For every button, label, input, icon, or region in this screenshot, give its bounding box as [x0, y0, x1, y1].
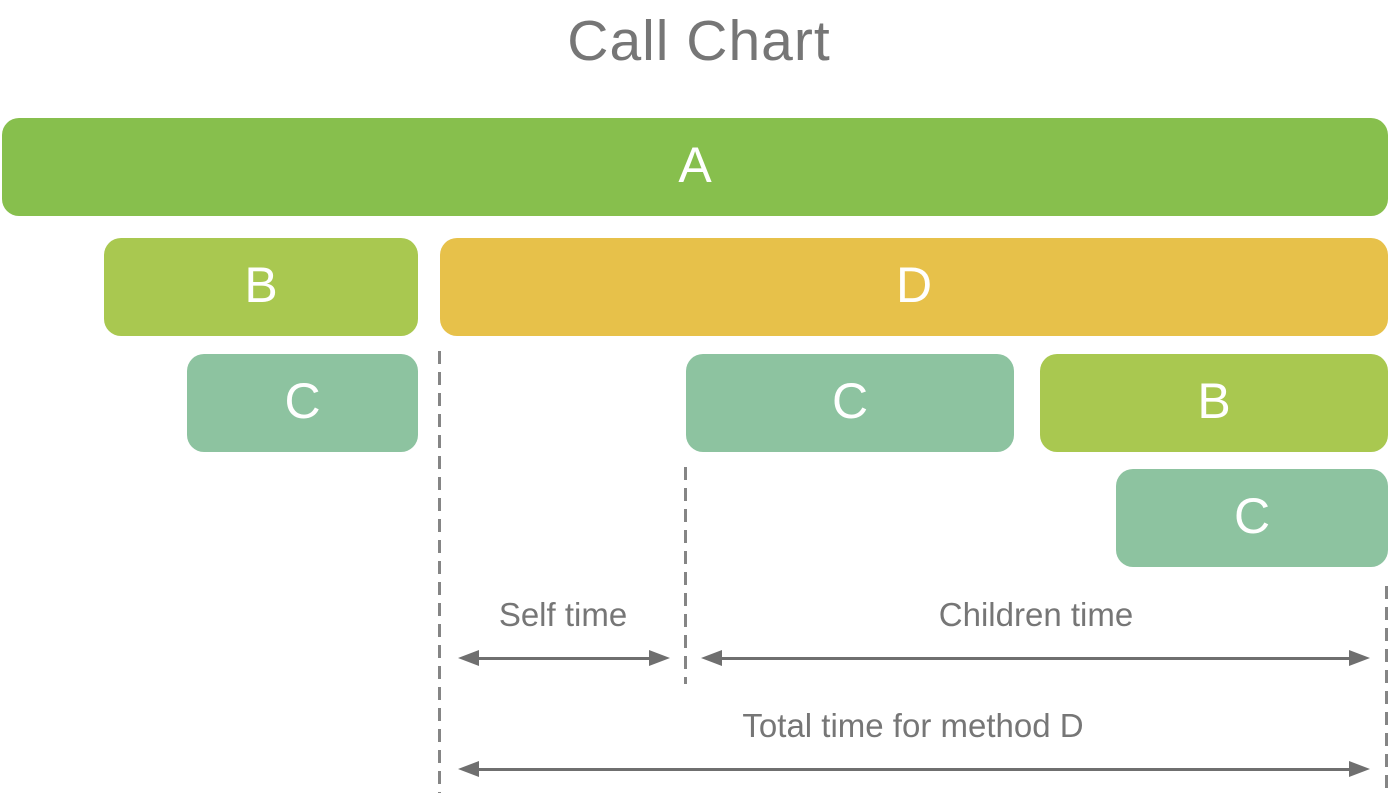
dashed-line-children-start — [684, 467, 687, 684]
arrowhead-left-icon — [458, 650, 479, 666]
arrow-shaft — [722, 656, 1349, 660]
dashed-line-method-d-start — [438, 351, 441, 793]
call-bar-b-under-d: B — [1040, 354, 1388, 452]
total-time-arrow — [458, 761, 1370, 777]
call-bar-d: D — [440, 238, 1388, 336]
arrowhead-right-icon — [1349, 650, 1370, 666]
arrowhead-left-icon — [701, 650, 722, 666]
call-bar-c-under-d-label: C — [831, 373, 869, 429]
arrow-shaft — [479, 767, 1349, 771]
call-bar-d-label: D — [895, 257, 933, 313]
call-bar-c-nested: C — [1116, 469, 1388, 567]
call-bar-b-label: B — [244, 257, 278, 313]
call-bar-a: A — [2, 118, 1388, 216]
call-bar-c-under-d: C — [686, 354, 1014, 452]
self-time-label: Self time — [498, 596, 628, 633]
call-bar-c-under-b-label: C — [284, 373, 321, 429]
dashed-line-method-d-end — [1385, 586, 1388, 793]
arrow-shaft — [479, 656, 649, 660]
self-time-arrow — [458, 650, 670, 666]
arrowhead-left-icon — [458, 761, 479, 777]
arrowhead-right-icon — [1349, 761, 1370, 777]
children-time-label: Children time — [938, 596, 1134, 633]
call-bar-a-label: A — [678, 137, 712, 193]
call-bar-b-under-d-label: B — [1197, 373, 1231, 429]
call-bar-c-nested-label: C — [1233, 488, 1271, 544]
children-time-arrow — [701, 650, 1370, 666]
call-bar-c-under-b: C — [187, 354, 418, 452]
call-bar-b: B — [104, 238, 418, 336]
arrowhead-right-icon — [649, 650, 670, 666]
chart-title: Call Chart — [567, 9, 831, 73]
total-time-label: Total time for method D — [742, 707, 1084, 744]
